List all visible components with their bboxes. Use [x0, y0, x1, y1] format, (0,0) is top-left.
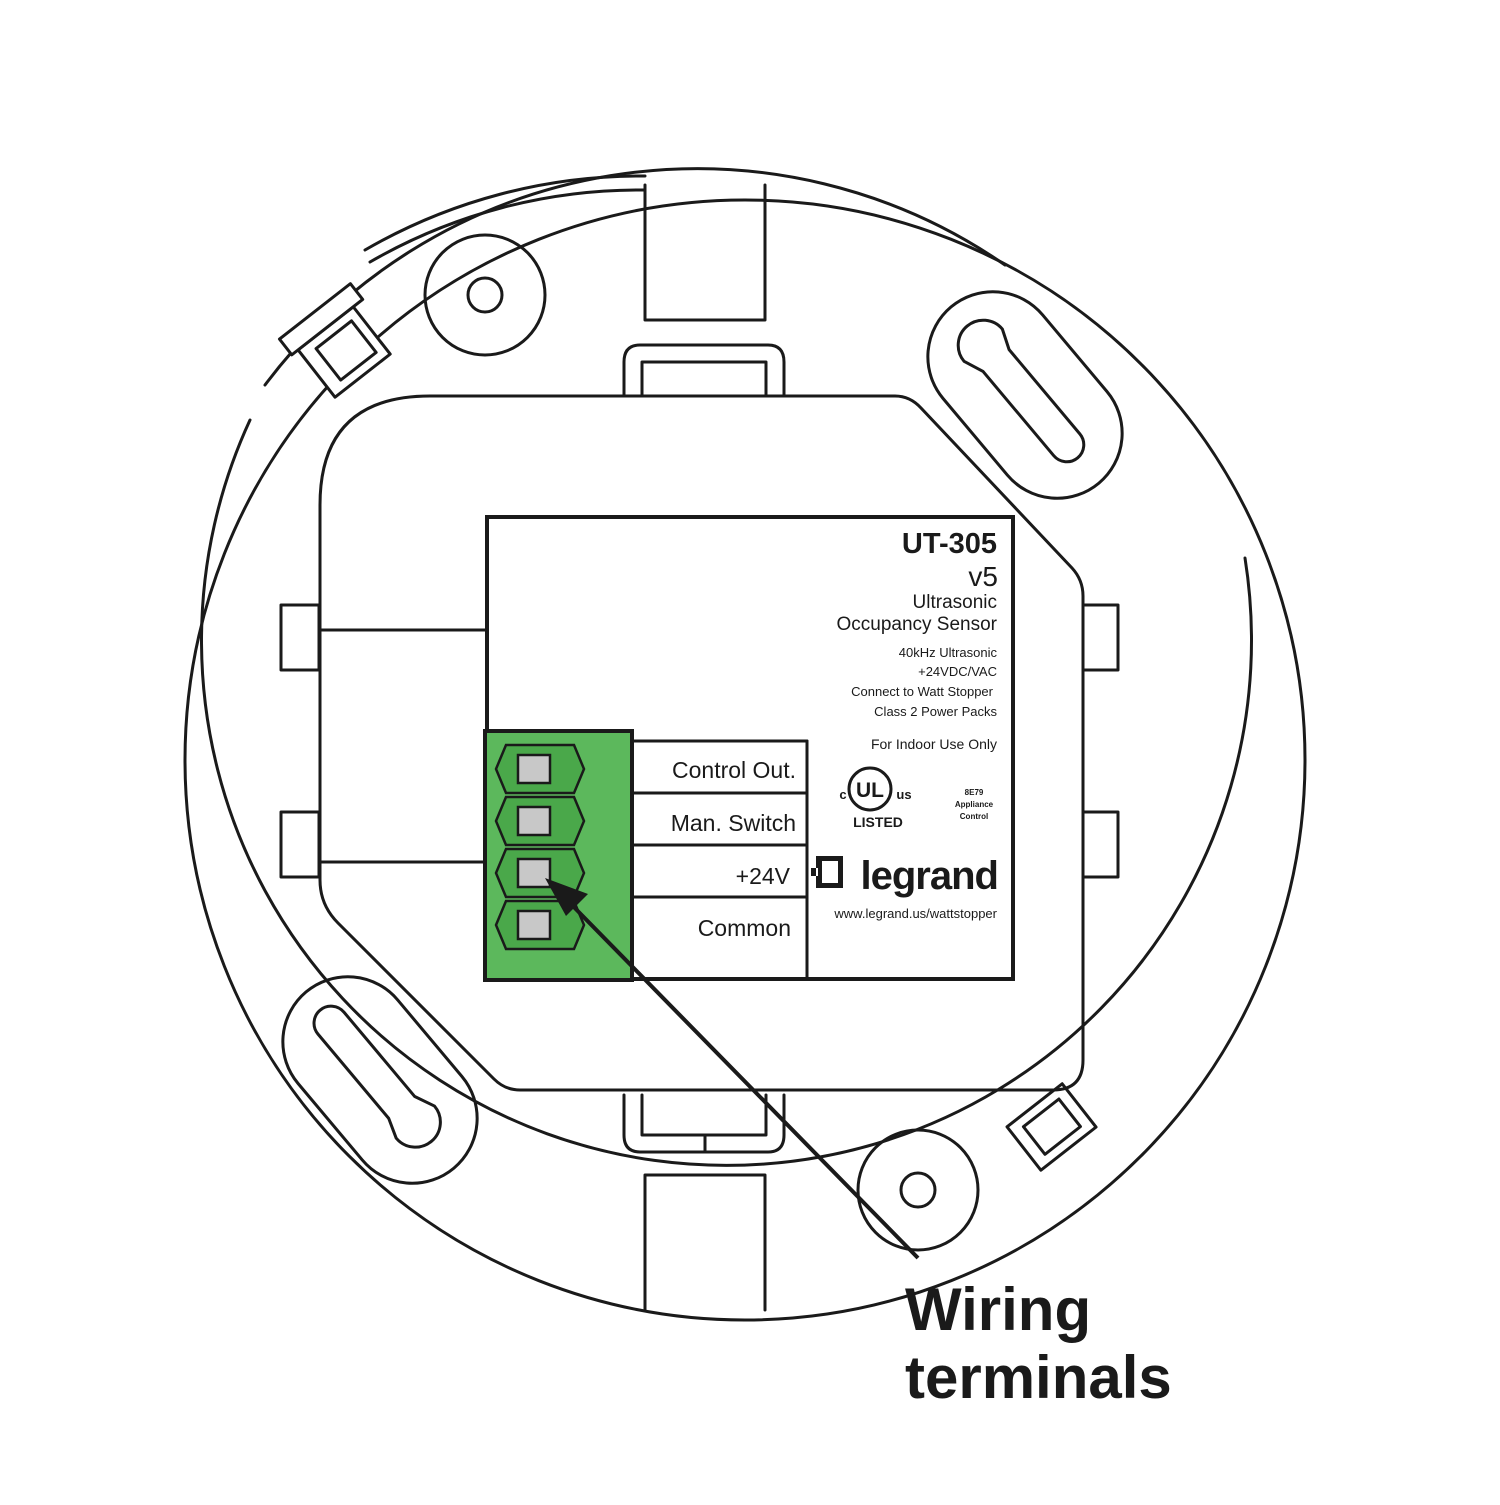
legrand-wordmark: legrand: [861, 854, 998, 898]
legrand-logo-icon: [811, 856, 843, 888]
screw-head-icon: [516, 805, 552, 837]
callout-arrow-head: [545, 878, 588, 916]
screw-head-icon: [516, 857, 552, 889]
terminal-label-table: Control Out. Man. Switch +24V Common: [630, 739, 809, 981]
keyhole-slot-bottom-left: [281, 975, 479, 1185]
ul-mark-us: us: [896, 787, 911, 802]
terminal-screw[interactable]: [494, 795, 586, 847]
product-line-2: Occupancy Sensor: [836, 614, 997, 635]
spec-line-2: +24VDC/VAC: [918, 664, 997, 679]
side-tab-left-upper: [279, 603, 321, 672]
terminal-screw[interactable]: [494, 743, 586, 795]
terminal-label-24v: +24V: [736, 863, 791, 889]
mounting-boss-bottom-right: [856, 1128, 980, 1252]
appliance-control-note: 8E79 Appliance Control: [955, 788, 994, 821]
terminal-label-man-switch: Man. Switch: [671, 810, 796, 836]
screw-head-icon: [516, 753, 552, 785]
side-tab-right-upper: [1081, 603, 1120, 672]
inner-ring: [200, 418, 1253, 1167]
model-version: v5: [968, 561, 998, 592]
inner-ring-segment-b: [363, 174, 647, 252]
svg-text:Control: Control: [960, 812, 988, 821]
ring-clip-bottom-right: [1005, 1082, 1098, 1172]
legrand-logo: legrand: [811, 854, 999, 898]
ul-circle-icon: [847, 766, 893, 812]
spec-line-4: Class 2 Power Packs: [874, 704, 997, 719]
ul-listed-mark: UL c us LISTED: [839, 766, 912, 830]
ul-mark-c: c: [839, 787, 846, 802]
outer-ring: [183, 198, 1307, 1322]
svg-text:Appliance: Appliance: [955, 800, 994, 809]
spec-line-1: 40kHz Ultrasonic: [899, 645, 998, 660]
screw-head-icon: [516, 909, 552, 941]
mounting-boss-top-left: [423, 233, 547, 357]
svg-text:8E79: 8E79: [965, 788, 984, 797]
terminal-label-control-out: Control Out.: [672, 757, 796, 783]
side-tab-right-lower: [1081, 810, 1120, 879]
inner-ring-segment-a: [368, 188, 647, 264]
keyhole-slot-top-right: [926, 290, 1124, 500]
terminal-label-common: Common: [698, 915, 791, 941]
top-slot: [622, 183, 786, 398]
website-url: www.legrand.us/wattstopper: [833, 906, 997, 921]
bottom-slot: [622, 1093, 786, 1312]
wiring-terminals-callout-arrow: [545, 878, 920, 1260]
ul-listed-text: LISTED: [853, 814, 903, 830]
indoor-use-note: For Indoor Use Only: [871, 736, 997, 752]
ul-mark-text: UL: [856, 779, 884, 802]
side-tab-left-lower: [279, 810, 321, 879]
callout-label-line-2: terminals: [905, 1344, 1172, 1411]
product-line-1: Ultrasonic: [913, 592, 997, 613]
ring-clip-top-left: [277, 282, 392, 399]
model-number: UT-305: [902, 528, 997, 560]
inner-board-outline: [318, 394, 1085, 1092]
callout-label-line-1: Wiring: [905, 1276, 1091, 1343]
spec-line-3: Connect to Watt Stopper: [851, 684, 994, 699]
callout-arrow-line: [563, 896, 920, 1260]
